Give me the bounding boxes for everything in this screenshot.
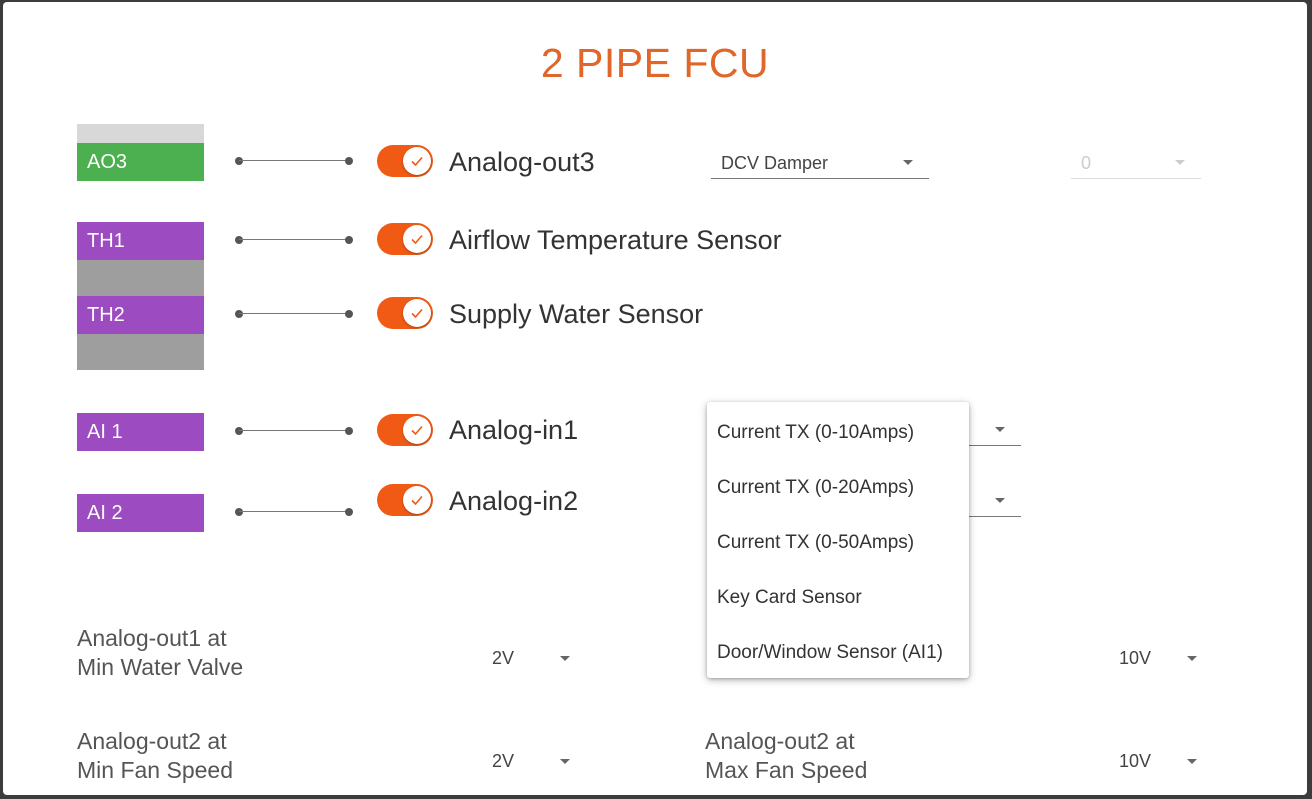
ao2-max-label-line1: Analog-out2 at bbox=[705, 728, 855, 754]
check-icon bbox=[403, 225, 431, 253]
label-supply-water-sensor: Supply Water Sensor bbox=[449, 299, 704, 329]
ao1-min-value: 2V bbox=[492, 648, 515, 668]
connector-th1 bbox=[235, 235, 353, 245]
ao2-min-value: 2V bbox=[492, 751, 515, 771]
check-icon bbox=[403, 147, 431, 175]
connector-dot bbox=[345, 157, 353, 165]
connector-dot bbox=[235, 427, 243, 435]
terminal-ai2: AI 2 bbox=[77, 494, 204, 532]
ao3-function-value: DCV Damper bbox=[721, 153, 829, 173]
label-analog-out3: Analog-out3 bbox=[449, 147, 595, 177]
connector-dot bbox=[345, 427, 353, 435]
connector-ai1 bbox=[235, 426, 353, 436]
ao3-value-select[interactable]: 0 bbox=[1071, 147, 1201, 179]
terminal-block-gray bbox=[77, 260, 204, 296]
toggle-supply-water-sensor[interactable] bbox=[377, 297, 433, 329]
ao1-max-value: 10V bbox=[1119, 648, 1152, 668]
terminal-th2: TH2 bbox=[77, 296, 204, 334]
page-title: 2 PIPE FCU bbox=[540, 40, 770, 86]
check-icon bbox=[403, 486, 431, 514]
ai-sensor-dropdown-menu: Current TX (0-10Amps) Current TX (0-20Am… bbox=[707, 402, 969, 678]
toggle-analog-out3[interactable] bbox=[377, 145, 433, 177]
menu-item-current-tx-0-50[interactable]: Current TX (0-50Amps) bbox=[717, 532, 915, 553]
connector-line bbox=[239, 239, 349, 240]
ao2-min-label: Analog-out2 at Min Fan Speed bbox=[77, 727, 233, 785]
connector-dot bbox=[235, 508, 243, 516]
connector-th2 bbox=[235, 309, 353, 319]
ao3-value: 0 bbox=[1081, 153, 1092, 173]
ao1-min-label-line2: Min Water Valve bbox=[77, 654, 244, 680]
ao2-max-label: Analog-out2 at Max Fan Speed bbox=[705, 727, 867, 785]
dropdown-arrow-icon bbox=[903, 160, 913, 165]
connector-ai2 bbox=[235, 507, 353, 517]
dropdown-arrow-icon bbox=[1187, 656, 1197, 661]
connector-dot bbox=[345, 310, 353, 318]
toggle-analog-in2[interactable] bbox=[377, 484, 433, 516]
connector-dot bbox=[235, 157, 243, 165]
connector-dot bbox=[345, 508, 353, 516]
ao2-min-label-line1: Analog-out2 at bbox=[77, 728, 227, 754]
ao2-max-label-line2: Max Fan Speed bbox=[705, 757, 868, 783]
label-airflow-temperature-sensor: Airflow Temperature Sensor bbox=[449, 225, 782, 255]
connector-dot bbox=[235, 236, 243, 244]
connector-dot bbox=[235, 310, 243, 318]
ao2-min-select[interactable]: 2V bbox=[492, 751, 582, 775]
connector-dot bbox=[345, 236, 353, 244]
terminal-th1: TH1 bbox=[77, 222, 204, 260]
fcu-config-card: 2 PIPE FCU AO3 Analog-out3 DCV Damper 0 … bbox=[3, 2, 1307, 795]
ao2-max-select[interactable]: 10V bbox=[1119, 751, 1209, 775]
dropdown-arrow-icon bbox=[1187, 759, 1197, 764]
terminal-block-ao3-bg bbox=[77, 124, 204, 144]
ao1-min-label-line1: Analog-out1 at bbox=[77, 625, 227, 651]
ao1-min-select[interactable]: 2V bbox=[492, 648, 582, 672]
dropdown-arrow-icon bbox=[995, 498, 1005, 503]
toggle-analog-in1[interactable] bbox=[377, 414, 433, 446]
menu-item-key-card-sensor[interactable]: Key Card Sensor bbox=[717, 587, 862, 608]
label-analog-in2: Analog-in2 bbox=[449, 486, 579, 516]
dropdown-arrow-icon bbox=[560, 759, 570, 764]
connector-line bbox=[239, 160, 349, 161]
menu-item-current-tx-0-20[interactable]: Current TX (0-20Amps) bbox=[717, 477, 915, 498]
dropdown-arrow-icon bbox=[995, 427, 1005, 432]
terminal-ao3: AO3 bbox=[77, 143, 204, 181]
menu-item-current-tx-0-10[interactable]: Current TX (0-10Amps) bbox=[717, 422, 915, 443]
dropdown-arrow-icon bbox=[560, 656, 570, 661]
ao3-function-select[interactable]: DCV Damper bbox=[711, 147, 929, 179]
connector-line bbox=[239, 511, 349, 512]
ao1-max-select[interactable]: 10V bbox=[1119, 648, 1209, 672]
connector-line bbox=[239, 430, 349, 431]
check-icon bbox=[403, 299, 431, 327]
terminal-ai1: AI 1 bbox=[77, 413, 204, 451]
ao2-max-value: 10V bbox=[1119, 751, 1152, 771]
dropdown-arrow-icon bbox=[1175, 160, 1185, 165]
toggle-airflow-temperature-sensor[interactable] bbox=[377, 223, 433, 255]
label-analog-in1: Analog-in1 bbox=[449, 415, 579, 445]
terminal-block-gray bbox=[77, 334, 204, 370]
ao1-min-label: Analog-out1 at Min Water Valve bbox=[77, 624, 243, 682]
connector-ao3 bbox=[235, 156, 353, 166]
check-icon bbox=[403, 416, 431, 444]
ao2-min-label-line2: Min Fan Speed bbox=[77, 757, 233, 783]
connector-line bbox=[239, 313, 349, 314]
menu-item-door-window-sensor[interactable]: Door/Window Sensor (AI1) bbox=[717, 642, 943, 663]
